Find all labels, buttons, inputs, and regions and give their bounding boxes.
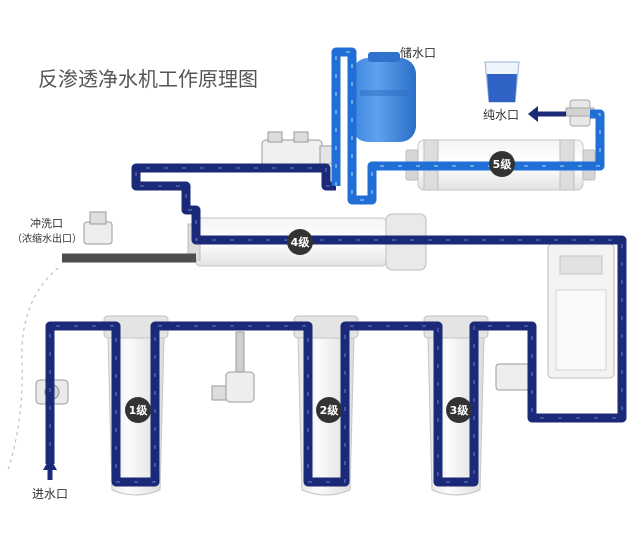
- control-box: [547, 243, 615, 379]
- flush-outlet-label: 冲洗口: [30, 216, 63, 230]
- storage-tank: [352, 52, 416, 142]
- svg-text:5级: 5级: [493, 157, 513, 171]
- concentrate-outlet-label: （浓缩水出口）: [12, 232, 82, 245]
- svg-text:1级: 1级: [129, 403, 149, 417]
- svg-text:3级: 3级: [450, 403, 470, 417]
- stage3-badge: 3级: [446, 397, 472, 423]
- storage-tank-label: 储水口: [400, 45, 436, 60]
- stage4-badge: 4级: [287, 229, 313, 255]
- stage1-badge: 1级: [125, 397, 151, 423]
- faucet-icon: [211, 331, 255, 403]
- inlet-hose-outline: [7, 267, 59, 471]
- stage5-badge: 5级: [489, 151, 515, 177]
- pure-water-cup-icon: [484, 61, 520, 103]
- water-inlet-label: 进水口: [32, 487, 68, 501]
- inlet-arrowhead: [43, 458, 57, 470]
- raw-water-flow-arrows: [49, 167, 623, 483]
- pure-water-outlet-label: 纯水口: [483, 108, 519, 122]
- pure-water-exit-arrowhead: [528, 106, 538, 122]
- pure-water-flow-arrows: [335, 51, 601, 201]
- svg-text:4级: 4级: [291, 235, 311, 249]
- pure-water-valve: [565, 99, 595, 127]
- booster-pump: [261, 131, 337, 171]
- diagram-title: 反渗透净水机工作原理图: [38, 67, 258, 91]
- svg-text:2级: 2级: [320, 403, 340, 417]
- flush-valve: [83, 211, 113, 245]
- stage2-badge: 2级: [316, 397, 342, 423]
